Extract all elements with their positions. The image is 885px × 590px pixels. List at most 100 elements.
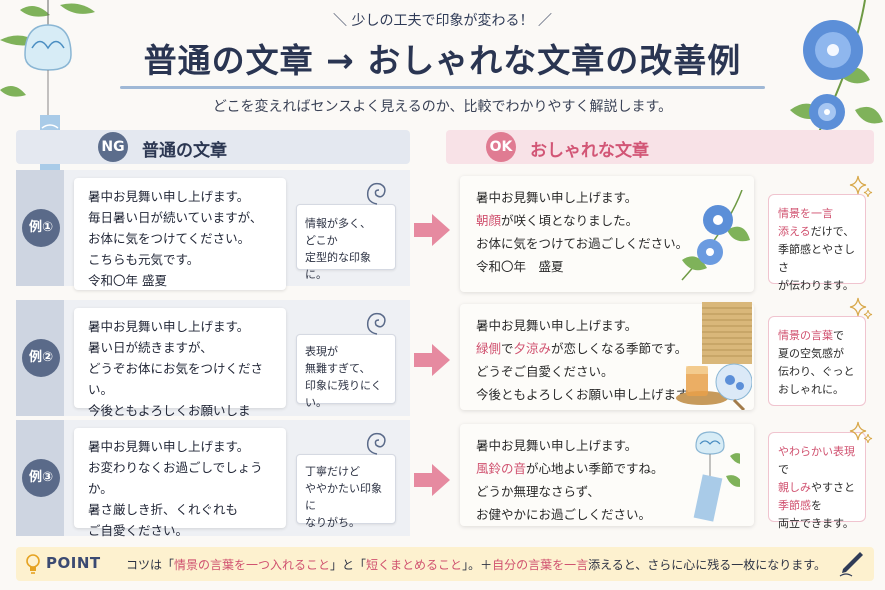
page-subtitle: どこを変えればセンスよく見えるのか、比較でわかりやすく解説します。 (212, 99, 673, 115)
text-segment: で (501, 341, 514, 356)
highlight-text: 朝顔 (476, 213, 502, 228)
ng-comment-line: 定型的な印象に。 (305, 251, 371, 281)
text-segment: で (778, 463, 789, 476)
ok-text-line: 暑中お見舞い申し上げます。 (476, 314, 738, 337)
ng-comment-note: 表現が無難すぎて、印象に残りにくい。 (296, 334, 396, 409)
sparkle-icon (849, 297, 873, 320)
highlight-text: 季節感 (778, 499, 811, 512)
ok-comment-note: 情景の言葉で夏の空気感が伝わり、ぐっとおしゃれに。 (768, 316, 866, 406)
ng-comment-line: なりがち。 (305, 516, 360, 529)
text-segment: で (833, 329, 844, 342)
example-tag: 例② (16, 300, 64, 416)
point-highlight: 短くまとめること (366, 558, 463, 572)
ng-text-line: 毎日暑い日が続いていますが、 (88, 210, 263, 225)
ok-text-line: どうか無理なさらず、 (476, 480, 738, 503)
ng-text-line: 暑中お見舞い申し上げます。 (88, 439, 250, 454)
ng-section-label: 普通の文章 (142, 141, 227, 161)
ng-text-line: お変わりなくお過ごしでしょうか。 (88, 460, 263, 496)
ok-text-line: 令和〇年 盛夏 (476, 255, 738, 278)
ng-text-line: お体に気をつけてください。 (88, 231, 251, 246)
point-segment: コツは「 (126, 558, 175, 572)
ng-example-card: 暑中お見舞い申し上げます。暑い日が続きますが、どうぞお体にお気をつけください。今… (74, 308, 286, 439)
sparkle-icon (849, 175, 873, 198)
highlight-text: 親しみ (778, 481, 811, 494)
ng-text-line: 暑い日が続きますが、 (88, 340, 213, 355)
text-segment: 令和〇年 盛夏 (476, 259, 564, 274)
highlight-text: 夕涼み (513, 341, 552, 356)
text-segment: 夏の空気感が (778, 347, 844, 360)
ok-section-label: おしゃれな文章 (530, 141, 649, 161)
point-segment: 」と「 (330, 558, 367, 572)
text-segment: だけで、 (810, 225, 855, 238)
ng-example-card: 暑中お見舞い申し上げます。お変わりなくお過ごしでしょうか。暑さ厳しき折、くれぐれ… (74, 428, 286, 538)
ok-text-line: 暑中お見舞い申し上げます。 (476, 186, 738, 209)
arrow-right-icon (414, 464, 450, 496)
ok-comment-line: 両立できます。 (778, 515, 856, 533)
page-title: 普通の文章 → おしゃれな文章の改善例 (143, 41, 742, 80)
ng-text-line: 令和〇年 盛夏 (88, 273, 167, 288)
ok-comment-line: やわらかい表現で (778, 443, 856, 479)
ok-comment-line: 夏の空気感が (778, 345, 856, 363)
text-segment: 暑中お見舞い申し上げます。 (476, 318, 638, 333)
ng-text-line: 暑中お見舞い申し上げます。 (88, 319, 250, 334)
text-segment: お体に気をつけてお過ごしください。 (476, 236, 689, 251)
ok-comment-line: 添えるだけで、 (778, 223, 856, 241)
text-segment: 今後ともよろしくお願い申し上げます。 (476, 387, 700, 402)
example-label: 例① (22, 209, 60, 247)
morning-glory-icon (681, 190, 750, 281)
morning-glory-decoration-right (790, 0, 883, 141)
swirl-icon (366, 182, 386, 205)
text-segment: が心地よい季節ですね。 (526, 461, 664, 476)
ok-text-line: 朝顔が咲く頃となりました。 (476, 209, 738, 232)
ok-text-line: お健やかにお過ごしください。 (476, 503, 738, 526)
ok-text-line: 今後ともよろしくお願い申し上げます。 (476, 383, 738, 406)
ok-comment-line: おしゃれに。 (778, 381, 856, 399)
ng-comment-line: 印象に残りにくい。 (305, 379, 382, 409)
point-segment: 」。＋ (462, 558, 493, 572)
example-label: 例③ (22, 459, 60, 497)
ok-comment-line: 情景を一言 (778, 205, 856, 223)
text-segment: 伝わり、ぐっと (778, 365, 855, 378)
ok-text-line: どうぞご自愛ください。 (476, 360, 738, 383)
tagline: ＼ 少しの工夫で印象が変わる！ ／ (333, 13, 552, 29)
ok-text-line: お体に気をつけてお過ごしください。 (476, 232, 738, 255)
ok-comment-line: 季節感とやさしさ (778, 241, 856, 277)
ok-comment-line: 親しみやすさと (778, 479, 856, 497)
highlight-text: 情景の言葉 (778, 329, 833, 342)
ng-comment-line: 無難すぎて、 (305, 362, 371, 375)
text-segment: 両立できます。 (778, 517, 854, 530)
swirl-icon (366, 312, 386, 335)
point-label: POINT (46, 554, 101, 572)
lightbulb-icon (26, 554, 40, 574)
ng-text-line: こちらも元気です。 (88, 252, 200, 267)
highlight-text: 緑側 (476, 341, 502, 356)
text-segment: どうぞご自愛ください。 (476, 364, 614, 379)
ng-comment-line: ややかたい印象に (305, 482, 382, 512)
ng-comment-line: 丁寧だけど (305, 465, 360, 478)
ok-text-line: 緑側で夕涼みが恋しくなる季節です。 (476, 337, 738, 360)
bamboo-blind-icon (676, 302, 752, 410)
text-segment: が咲く頃となりました。 (501, 213, 639, 228)
ok-example-card: 暑中お見舞い申し上げます。朝顔が咲く頃となりました。お体に気をつけてお過ごしくだ… (460, 176, 754, 292)
ok-comment-line: 情景の言葉で (778, 327, 856, 345)
ok-section-header: OK おしゃれな文章 (446, 130, 874, 164)
text-segment: お健やかにお過ごしください。 (476, 507, 652, 522)
arrow-right-icon (414, 344, 450, 376)
highlight-text: 添える (778, 225, 811, 238)
point-text: コツは「情景の言葉を一つ入れること」と「短くまとめること」。＋自分の言葉を一言添… (126, 556, 826, 573)
text-segment: が伝わります。 (778, 279, 854, 292)
swirl-icon (366, 432, 386, 455)
highlight-text: やわらかい表現 (778, 445, 855, 458)
sparkle-icon (849, 421, 873, 444)
text-segment: 暑中お見舞い申し上げます。 (476, 438, 638, 453)
example-tag: 例① (16, 170, 64, 286)
ng-text-line: どうぞお体にお気をつけください。 (88, 361, 264, 397)
text-segment: おしゃれに。 (778, 383, 844, 396)
arrow-right-icon (414, 214, 450, 246)
ok-text-line: 暑中お見舞い申し上げます。 (476, 434, 738, 457)
ng-example-card: 暑中お見舞い申し上げます。毎日暑い日が続いていますが、お体に気をつけてください。… (74, 178, 286, 290)
point-segment: 添えると、さらに心に残る一枚になります。 (588, 558, 827, 572)
ok-comment-line: 季節感を (778, 497, 856, 515)
ng-comment-line: どこか (305, 234, 338, 247)
text-segment: どうか無理なさらず、 (476, 484, 600, 499)
